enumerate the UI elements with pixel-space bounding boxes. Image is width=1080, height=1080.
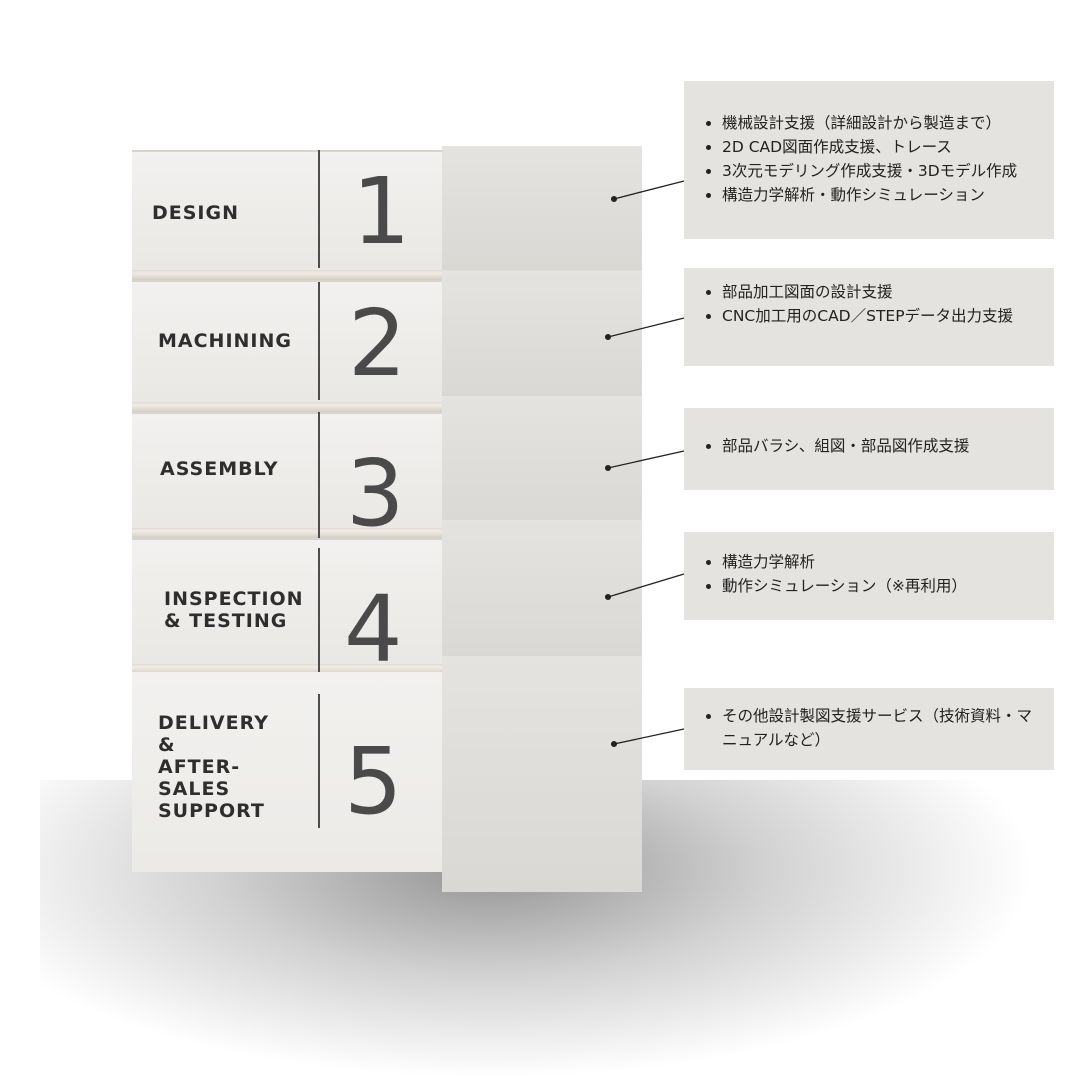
block-front-face: [132, 150, 442, 270]
block-divider: [318, 548, 320, 676]
callout-item: 構造力学解析・動作シミュレーション: [722, 183, 1044, 207]
block-divider: [318, 282, 320, 400]
stage-label-delivery: DELIVERY & AFTER-SALES SUPPORT: [158, 712, 269, 822]
connector-line-2: [607, 317, 685, 338]
callout-box-5: その他設計製図支援サービス（技術資料・マニュアルなど）: [684, 688, 1054, 770]
connector-dot-3: [604, 464, 612, 472]
block-side-face: [442, 520, 642, 662]
block-front-face: [132, 672, 442, 872]
connector-line-1: [613, 180, 685, 200]
block-side-face: [442, 146, 642, 270]
stage-number-1: 1: [352, 158, 411, 265]
stage-label-machining: MACHINING: [158, 330, 292, 352]
callout-item: その他設計製図支援サービス（技術資料・マニュアルなど）: [722, 704, 1044, 752]
callout-item: 2D CAD図面作成支援、トレース: [722, 135, 1044, 159]
connector-dot-5: [610, 740, 618, 748]
block-divider: [318, 412, 320, 544]
block-side-face: [442, 396, 642, 526]
callout-item: 動作シミュレーション（※再利用）: [722, 574, 1044, 598]
stage-number-4: 4: [344, 576, 403, 683]
callout-item: 部品バラシ、組図・部品図作成支援: [722, 434, 1044, 458]
stage-label-assembly: ASSEMBLY: [160, 458, 279, 480]
block-divider: [318, 150, 320, 268]
block-side-face: [442, 656, 642, 892]
callout-item: 構造力学解析: [722, 550, 1044, 574]
callout-list-4: 構造力学解析 動作シミュレーション（※再利用）: [698, 550, 1044, 598]
block-front-face: [132, 280, 442, 402]
callout-list-3: 部品バラシ、組図・部品図作成支援: [698, 434, 1044, 458]
block-divider: [318, 694, 320, 828]
stage-label-design: DESIGN: [152, 202, 240, 224]
stage-number-5: 5: [344, 728, 403, 835]
stage-number-2: 2: [348, 290, 407, 397]
callout-list-2: 部品加工図面の設計支援 CNC加工用のCAD／STEPデータ出力支援: [698, 280, 1044, 328]
connector-line-3: [607, 450, 685, 469]
connector-line-4: [607, 573, 685, 598]
block-front-face: [132, 412, 442, 528]
callout-list-5: その他設計製図支援サービス（技術資料・マニュアルなど）: [698, 704, 1044, 752]
connector-dot-2: [604, 333, 612, 341]
callout-box-4: 構造力学解析 動作シミュレーション（※再利用）: [684, 532, 1054, 620]
callout-list-1: 機械設計支援（詳細設計から製造まで） 2D CAD図面作成支援、トレース 3次元…: [698, 111, 1044, 207]
stage-number-3: 3: [346, 440, 405, 547]
callout-box-1: 機械設計支援（詳細設計から製造まで） 2D CAD図面作成支援、トレース 3次元…: [684, 81, 1054, 239]
callout-item: 3次元モデリング作成支援・3Dモデル作成: [722, 159, 1044, 183]
callout-box-3: 部品バラシ、組図・部品図作成支援: [684, 408, 1054, 490]
callout-item: 部品加工図面の設計支援: [722, 280, 1044, 304]
callout-item: 機械設計支援（詳細設計から製造まで）: [722, 111, 1044, 135]
stage-label-inspection: INSPECTION & TESTING: [164, 588, 304, 632]
callout-box-2: 部品加工図面の設計支援 CNC加工用のCAD／STEPデータ出力支援: [684, 268, 1054, 366]
connector-line-5: [613, 728, 685, 745]
block-front-face: [132, 538, 442, 664]
callout-item: CNC加工用のCAD／STEPデータ出力支援: [722, 304, 1044, 328]
connector-dot-4: [604, 593, 612, 601]
connector-dot-1: [610, 195, 618, 203]
